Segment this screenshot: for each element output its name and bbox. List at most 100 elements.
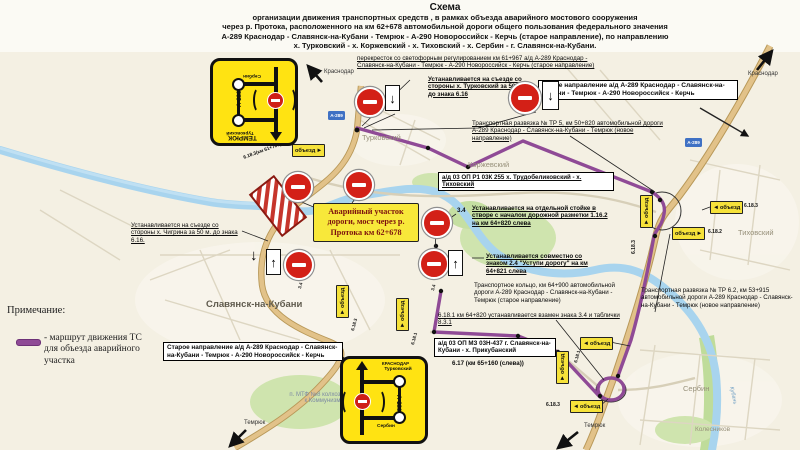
chip-label: объезд [589,340,611,347]
town-areas [135,114,799,447]
sign-arrow-icon [270,132,283,141]
down-arrow-sign: ↓ [542,81,559,110]
sign-node-circle [232,114,245,127]
title-line2: организации движения транспортных средст… [252,13,638,22]
annotation-chigrina-exit: Устанавливается на съезде со стороны х. … [131,222,238,244]
bracket-icon [373,389,385,415]
arrow-up-icon: ► [559,375,566,381]
detour-chip-vertical: ►объезд [640,194,653,228]
arrow-left-icon: ◄ [583,340,589,347]
chip-label: объезд [643,197,650,219]
no-entry-icon [354,393,371,410]
sign-bypass-line [398,383,401,417]
annotation-tr5: Транспортная развязка № ТР 5, км 50+820 … [472,120,663,142]
place-slavyansk: Славянск-на-Кубани [206,299,303,310]
detour-chip-vertical: ►объезд [336,284,349,318]
sign-waypoint-2: Сербин [377,424,395,429]
place-serbin: Сербин [683,384,710,393]
arrow-left-icon: ◄ [573,403,579,410]
arrow-up-icon: ► [643,219,650,225]
sign-branch-line [243,118,276,122]
place-turkovsky: Турковский [362,133,401,142]
bracket-icon [253,87,265,113]
no-entry-sign-34 [422,208,452,238]
title-line5: х. Турковский - х. Коржевский - х. Тихов… [293,40,597,50]
up-arrow-icon: ↑ [452,255,459,271]
title-background [0,0,800,52]
down-arrow-icon: ↓ [389,90,396,106]
annotation-sign617: 6.17 (км 65+160 (слева)) [452,360,524,367]
title-line4: А-289 Краснодар - Славянск-на-Кубани - Т… [221,31,669,41]
legend-route-swatch [16,339,41,346]
no-entry-sign-center [419,249,449,279]
no-entry-sign-intersection-left [355,87,385,117]
annotation-road-255: а/д 03 ОП Р1 03К 255 х. Трудобеликовский… [438,172,614,191]
bracket-icon [284,87,296,113]
title-line3: через р. Протока, расположенного на км 6… [222,22,668,32]
sign-node-circle [393,411,406,424]
detour-schematic-sign-top: ТЕМРЮК Турковский Сербин А-289 [210,58,298,146]
legend-heading: Примечание: [7,305,66,316]
detour-chip-vertical: ►объезд [556,350,569,384]
route-shield-a289: А-289 [685,138,702,147]
no-entry-sign-slavyansk [284,250,314,280]
arrow-right-icon: ► [696,230,703,237]
sign-branch-line [362,416,395,420]
sign-number-6183: 6.18.3 [744,203,758,209]
detour-chip: ◄объезд [580,337,614,350]
krasnodar-right-arrow [755,48,774,71]
no-entry-sign-intersection-right [509,82,541,114]
sign-waypoint-2: Сербин [243,73,261,78]
detour-chip: объезд► [292,144,326,157]
sign-branch-line [243,82,276,86]
direction-arrows [228,48,774,450]
legend-route-label: - маршрут движения ТС для объезда аварий… [44,333,142,366]
river-protoka [0,146,722,450]
sign-waypoint-1: Турковский [226,130,254,135]
sign-destination: ТЕМРЮК [228,134,257,141]
detour-chip: ◄объезд [710,201,744,214]
temryuk-left-arrow [228,429,247,448]
sign-node-circle [393,375,406,388]
krasnodar-left-arrow [306,64,323,83]
sign-number-6183: 6.18.3 [546,402,560,408]
annotation-crossing: перекресток со светофорным регулирование… [357,55,595,70]
chip-label: объезд [719,204,741,211]
sign-road-number: А-289 [395,395,401,412]
place-kolesnikov: Колесников [695,426,731,433]
bracket-icon [342,389,354,415]
chip-label: объезд [339,287,346,309]
annotation-new-direction: Новое направление а/д А-289 Краснодар - … [538,80,738,100]
annotation-tr62: Транспортная развязка № ТР 6.2, км 53+91… [641,287,793,309]
no-entry-bar [292,263,306,267]
annotation-old-direction: Старое направление а/д А-289 Краснодар -… [163,342,343,362]
chip-label: объезд [559,353,566,375]
sign-destination: КРАСНОДАР [381,361,410,366]
no-entry-sign-bridge-west [283,172,313,202]
annotation-road-437: а/д 03 ОП МЗ 03Н-437 г. Славянск-на-Куба… [434,338,556,357]
sign-branch-line [362,380,395,384]
place-tikhovsky: Тиховский [738,228,774,237]
no-entry-bar [352,183,366,187]
annotation-sign24: Устанавливается совместно со знаком 2.4 … [486,253,588,275]
detour-chip-vertical: ►объезд [396,297,409,331]
place-temryuk-right: Темрюк [584,423,606,429]
no-entry-bar [363,100,377,104]
no-entry-sign-bridge-east [344,170,374,200]
up-arrow-icon: ↑ [270,254,277,270]
place-krasnodar-left: Краснодар [324,69,354,75]
annotation-sign34: Устанавливается на отдельной стойке в ст… [472,205,608,227]
hazard-callout: Аварийный участок дороги, мост через р. … [313,203,419,242]
chip-label: объезд [295,147,316,154]
down-arrow-icon: ↓ [547,88,554,103]
place-krasnodar-right: Краснодар [748,71,778,77]
route-shield-a289: А-289 [328,111,345,120]
place-korzhevsky: Коржевский [468,160,510,169]
place-mtf: п. МТФ №8 колхоза Путь к Коммунизму [289,392,359,404]
sign-waypoint-1: Турковский [384,367,412,372]
arrow-left-icon: ◄ [713,204,719,211]
detour-chip: объезд► [672,227,706,240]
no-entry-bar [427,262,441,266]
